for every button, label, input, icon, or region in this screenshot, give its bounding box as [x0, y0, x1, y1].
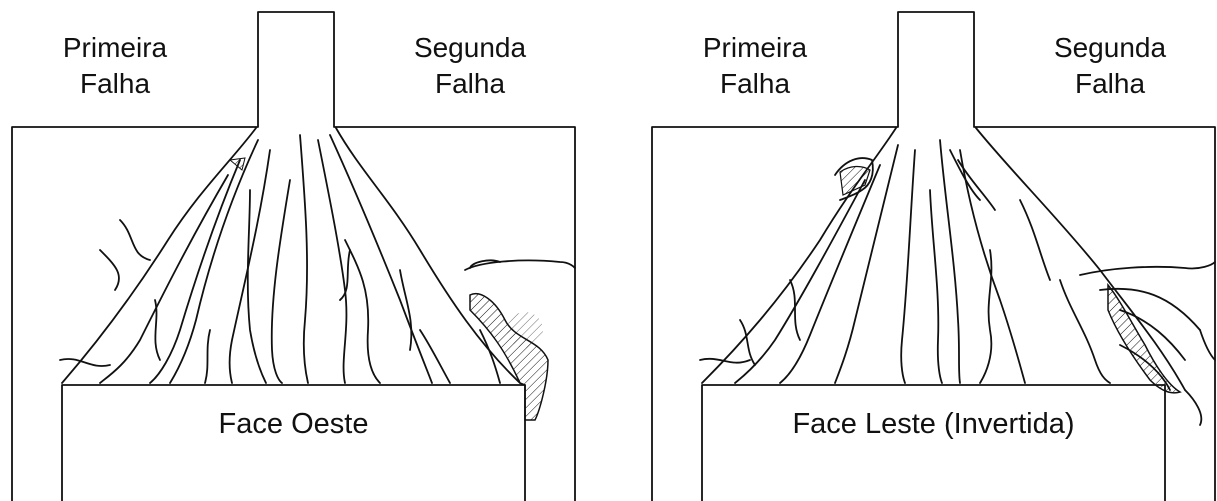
first-failure-line2: Falha — [719, 68, 791, 99]
panel-west: Primeira Falha Segunda Falha Face Oeste — [0, 0, 600, 501]
first-failure-line2: Falha — [79, 68, 151, 99]
west-crack — [344, 239, 381, 384]
second-failure-label: Segunda Falha — [405, 30, 535, 102]
west-plinth — [61, 384, 526, 501]
west-crack — [335, 127, 521, 384]
west-crack — [154, 299, 161, 361]
east-crack — [779, 164, 881, 384]
east-crack — [739, 319, 756, 366]
second-failure-line2: Falha — [434, 68, 506, 99]
west-crack — [399, 269, 413, 351]
east-crack — [834, 144, 899, 384]
west-crack — [464, 259, 576, 271]
east-crack — [975, 127, 1186, 391]
west-face-crack-drawing — [11, 11, 576, 501]
west-crack — [204, 329, 211, 384]
east-outline — [651, 11, 1216, 501]
west-crack — [228, 149, 271, 384]
west-crack — [99, 249, 120, 291]
west-crack — [299, 134, 309, 384]
west-crack — [270, 179, 291, 384]
east-crack — [1019, 199, 1051, 281]
west-crack — [329, 134, 433, 384]
west-crack — [317, 139, 348, 384]
west-crack — [149, 159, 241, 384]
east-crack — [1199, 329, 1216, 361]
second-failure-line1: Segunda — [1053, 32, 1167, 63]
east-crack — [1119, 309, 1186, 361]
west-crack — [61, 127, 257, 384]
west-crack — [169, 139, 259, 384]
east-crack — [734, 179, 866, 384]
west-crack — [469, 259, 501, 269]
west-crack — [246, 189, 267, 384]
west-crack — [419, 329, 451, 384]
east-crack — [957, 159, 996, 211]
second-failure-label: Segunda Falha — [1045, 30, 1175, 102]
east-crack — [1059, 279, 1111, 384]
west-crack — [119, 219, 151, 261]
east-crack — [699, 357, 751, 364]
face-label: Face Leste (Invertida) — [792, 408, 1075, 440]
west-crack — [99, 174, 229, 384]
east-crack — [789, 279, 801, 341]
east-crack — [834, 157, 874, 201]
second-failure-line1: Segunda — [413, 32, 527, 63]
first-failure-line1: Primeira — [702, 32, 808, 63]
east-crack — [900, 149, 916, 384]
second-failure-line2: Falha — [1074, 68, 1146, 99]
east-crack — [1184, 389, 1203, 426]
first-failure-label: Primeira Falha — [695, 30, 815, 102]
first-failure-line1: Primeira — [62, 32, 168, 63]
west-outline — [11, 11, 576, 501]
west-crack — [339, 249, 351, 301]
east-crack — [929, 189, 943, 384]
east-crack — [949, 149, 981, 201]
east-crack — [939, 139, 961, 384]
east-hatched-zone-right — [1107, 282, 1182, 394]
east-crack — [1099, 287, 1201, 331]
east-hatched-zone-upper — [839, 165, 871, 196]
first-failure-label: Primeira Falha — [55, 30, 175, 102]
west-hatched-zone-upper — [228, 157, 246, 171]
panel-east: Primeira Falha Segunda Falha Face Leste … — [640, 0, 1217, 501]
east-crack — [1079, 261, 1216, 276]
west-hatched-spot — [507, 312, 543, 348]
west-crack — [59, 358, 111, 367]
west-hatched-zone-right — [469, 293, 549, 421]
east-crack — [701, 127, 897, 384]
east-plinth — [701, 384, 1166, 501]
face-label: Face Oeste — [218, 408, 369, 440]
east-crack — [979, 249, 993, 384]
east-face-crack-drawing — [651, 11, 1216, 501]
east-crack — [959, 149, 1026, 384]
west-crack — [479, 329, 501, 384]
